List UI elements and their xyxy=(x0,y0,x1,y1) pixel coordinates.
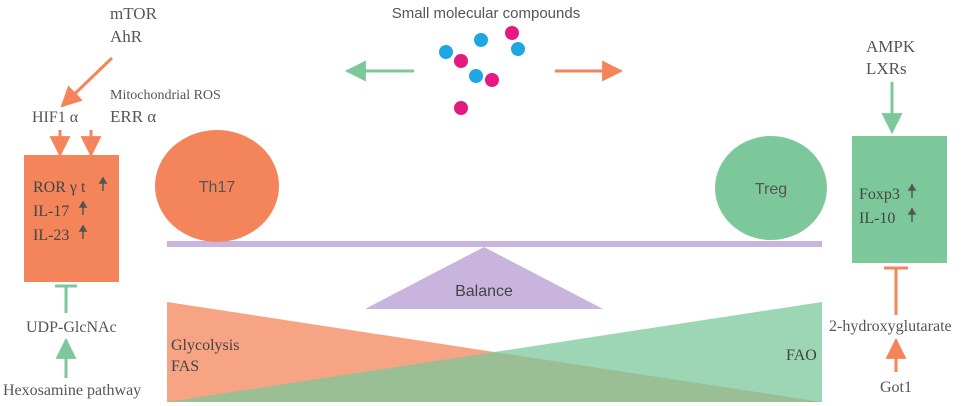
lxrs-label: LXRs xyxy=(866,59,907,78)
hydroxyglutarate-label: 2-hydroxyglutarate xyxy=(829,318,952,335)
th17-cell xyxy=(155,130,279,242)
ahr-label: AhR xyxy=(110,27,143,46)
hexosamine-label: Hexosamine pathway xyxy=(3,382,141,399)
mito-ros-label: Mitochondrial ROS xyxy=(110,88,221,103)
il10-label: IL-10 xyxy=(859,210,895,227)
hif-label: HIF1 α xyxy=(32,109,79,126)
compound-dots xyxy=(439,26,525,115)
balance-label: Balance xyxy=(455,283,513,300)
err-label: ERR α xyxy=(110,107,156,126)
th17-label: Th17 xyxy=(199,179,236,196)
ampk-label: AMPK xyxy=(866,37,916,56)
fao-label: FAO xyxy=(786,347,817,364)
treg-cell xyxy=(715,136,827,240)
udp-glcnac-label: UDP-GlcNAc xyxy=(26,319,117,336)
glycolysis-label: Glycolysis xyxy=(171,337,239,354)
foxp3-label: Foxp3 xyxy=(859,186,900,203)
mtor-arrow xyxy=(60,56,114,108)
fas-label: FAS xyxy=(171,358,199,375)
il17-label: IL-17 xyxy=(33,203,69,220)
up-arrow-icons-left xyxy=(78,176,108,239)
title: Small molecular compounds xyxy=(392,5,580,22)
balance-fulcrum xyxy=(365,247,603,309)
rorgt-label: ROR γ t xyxy=(33,179,86,196)
il23-label: IL-23 xyxy=(33,227,69,244)
got1-label: Got1 xyxy=(880,379,912,396)
treg-factor-box xyxy=(852,136,947,263)
up-arrow-icons-right xyxy=(907,183,917,222)
treg-label: Treg xyxy=(755,181,787,198)
fao-wedge xyxy=(167,302,822,402)
mtor-label: mTOR xyxy=(110,4,158,23)
balance-beam xyxy=(167,241,822,247)
th17-factor-box xyxy=(24,155,119,282)
